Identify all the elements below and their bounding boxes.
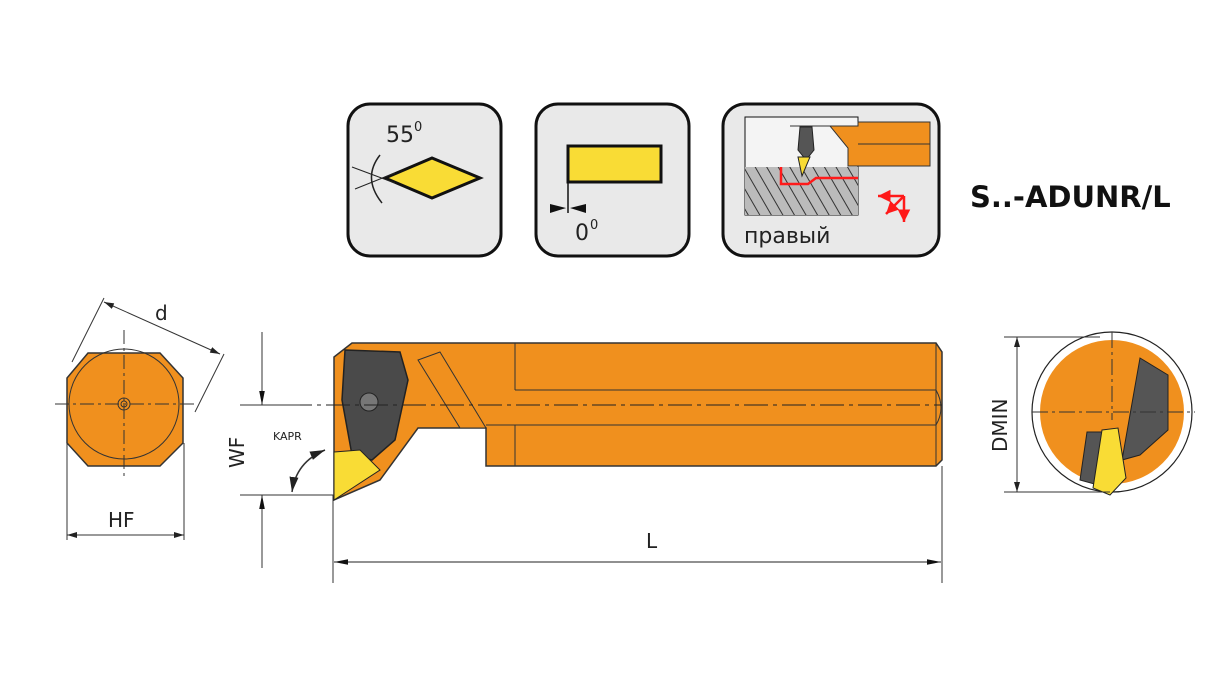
product-title: S..-ADUNR/L <box>970 180 1171 214</box>
insert-angle-degree: 0 <box>414 120 422 135</box>
hand-label: правый <box>744 224 830 249</box>
rhombic-insert-icon <box>381 156 484 200</box>
insert-angle-label: 55 <box>386 123 414 148</box>
end-view-right: DMIN <box>988 331 1195 496</box>
dimension-kapr-label: KAPR <box>273 430 302 443</box>
tool-holder-side-view: WF KAPR L <box>225 332 943 583</box>
insert-side-icon <box>566 144 663 184</box>
clearance-angle-label: 0 <box>575 221 589 246</box>
dimension-l-label: L <box>646 529 658 553</box>
screw-icon <box>359 392 379 412</box>
insert-icon <box>333 449 381 501</box>
insert-clamp-icon <box>797 126 815 161</box>
dimension-hf-label: HF <box>108 508 135 532</box>
end-view-left: HF d <box>55 297 225 540</box>
insert-icon-end <box>1092 427 1127 496</box>
dimension-wf-label: WF <box>225 437 249 468</box>
clearance-angle-icon-box: 0 0 <box>534 102 691 258</box>
hand-direction-arrows-icon <box>878 189 911 222</box>
clearance-angle-degree: 0 <box>590 218 598 233</box>
insert-shape-icon-box: 55 0 <box>346 102 503 258</box>
dimension-d-label: d <box>155 301 168 325</box>
dimension-dmin-label: DMIN <box>988 398 1012 452</box>
hand-icon-box: правый <box>721 102 941 258</box>
